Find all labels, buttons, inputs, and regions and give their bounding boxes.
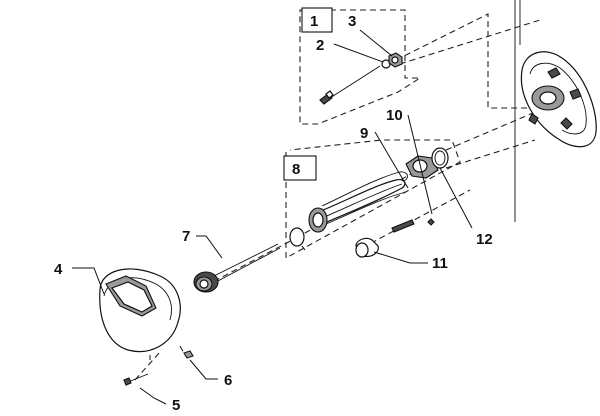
callout-7: 7	[182, 228, 190, 245]
part-5-screw	[123, 373, 149, 386]
callout-5: 5	[172, 397, 180, 414]
heating-element-gasket	[289, 227, 305, 247]
part-9-rod	[391, 219, 415, 233]
group-8-enclosure	[283, 139, 461, 259]
callout-6: 6	[224, 372, 232, 389]
callout-2: 2	[316, 37, 324, 54]
tank-wall	[514, 0, 597, 222]
callout-10: 10	[386, 107, 403, 124]
part-2-sensor-probe	[319, 59, 391, 105]
part-3-nut	[388, 52, 403, 68]
callout-4: 4	[54, 261, 63, 278]
callout-box-8	[283, 155, 317, 181]
callout-11: 11	[432, 255, 448, 272]
part-11-plug	[355, 237, 379, 258]
part-4-cover	[99, 268, 181, 353]
callout-12: 12	[476, 231, 493, 248]
callout-9: 9	[360, 125, 368, 142]
alignment-lines	[134, 13, 541, 381]
part-10-screw	[427, 218, 435, 226]
leader-lines	[72, 29, 473, 405]
part-12-o-ring	[431, 147, 449, 169]
heating-element	[289, 171, 408, 247]
callout-box-1	[301, 7, 333, 33]
callout-3: 3	[348, 13, 356, 30]
part-7-thermostat	[193, 243, 281, 293]
group-1-enclosure	[299, 7, 422, 125]
callout-labels: 1 3 2 10 9 8 7 12 11 4 6 5	[54, 13, 493, 414]
callout-8: 8	[292, 161, 300, 178]
callout-1: 1	[310, 13, 318, 30]
part-6-clip	[183, 350, 194, 359]
